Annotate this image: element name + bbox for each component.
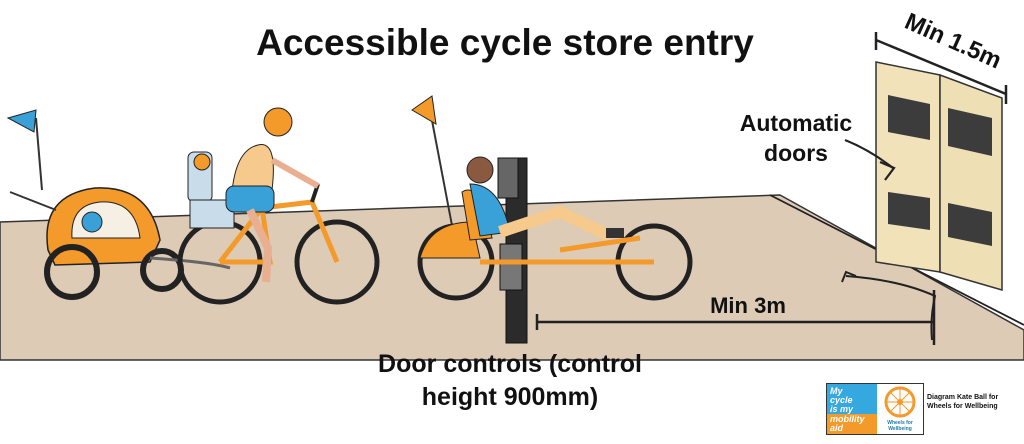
approach-label: Min 3m [710, 293, 786, 318]
my-cycle-logo: My cycle is my mobility aid Wheels for W… [826, 383, 924, 435]
door-controls-text: Door controls (control height 900mm) [378, 350, 642, 411]
door-controls-label: Door controls (control height 900mm) [340, 348, 680, 414]
recumbent-trike [411, 95, 693, 301]
doors-pointer-arrow [844, 138, 896, 181]
logo-text-2: cycle [830, 395, 853, 405]
logo-orange-band [827, 414, 877, 434]
automatic-doors-label: Automatic doors [706, 108, 886, 168]
logo-text-5: aid [830, 423, 844, 433]
logo-right-panel: Wheels for Wellbeing [877, 384, 923, 434]
logo-text-4: mobility [830, 414, 865, 424]
logo-text-3: is my [830, 404, 854, 414]
door-control-post [497, 157, 528, 344]
wheel-icon [884, 386, 916, 418]
logo-left-panel: My cycle is my mobility aid [827, 384, 877, 434]
automatic-doors [875, 61, 1003, 291]
approach-dimension: Min 3m [535, 290, 936, 345]
automatic-doors-text: Automatic doors [739, 110, 853, 166]
logo-brand-text: Wheels for Wellbeing [887, 420, 913, 432]
page-title: Accessible cycle store entry [256, 22, 754, 63]
diagram-credit: Diagram Kate Ball for Wheels for Wellbei… [927, 394, 999, 410]
child-trailer [6, 109, 231, 300]
logo-text-1: My [830, 386, 843, 396]
trailer-wheel-left [44, 244, 100, 300]
bike-front-wheel [294, 219, 380, 305]
bicycle-with-cyclist [177, 107, 380, 305]
